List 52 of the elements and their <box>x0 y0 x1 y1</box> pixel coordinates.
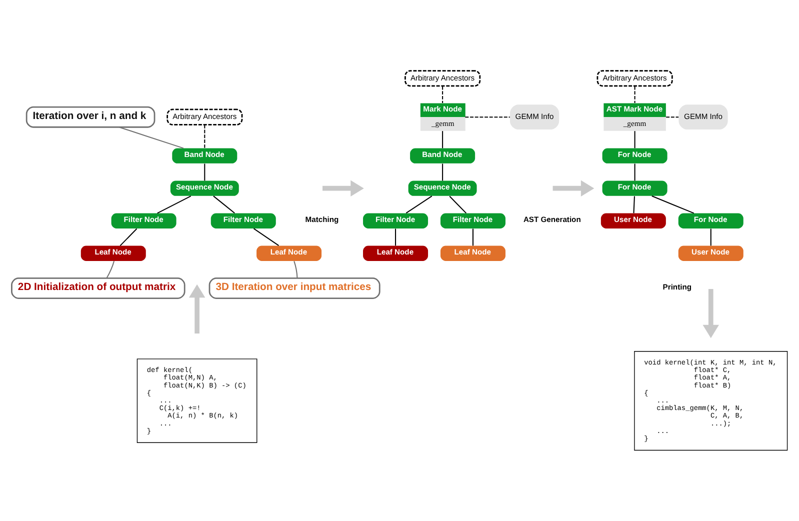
connector <box>633 196 635 214</box>
node-box: 2D Initialization of output matrix <box>11 278 186 299</box>
node-box: Arbitrary Ancestors <box>404 70 481 87</box>
connector <box>634 164 636 181</box>
connector <box>442 86 444 104</box>
node-box: Leaf Node <box>363 246 428 261</box>
node-box: Leaf Node <box>440 246 506 261</box>
node-box: For Node <box>678 213 744 228</box>
node-box: User Node <box>600 213 666 228</box>
connector <box>106 261 115 278</box>
node-box: User Node <box>678 246 744 261</box>
node-box: For Node <box>602 180 668 196</box>
node-box: Leaf Node <box>256 246 322 261</box>
node-box: Filter Node <box>111 213 176 228</box>
connector <box>204 164 206 181</box>
connector <box>157 196 192 214</box>
node-box: GEMM Info <box>510 104 560 130</box>
connector <box>449 196 467 214</box>
node-box: Band Node <box>172 148 238 164</box>
node-box: Filter Node <box>440 213 506 228</box>
connector <box>119 126 184 149</box>
connector <box>465 116 510 118</box>
connector <box>204 125 206 148</box>
connector <box>406 196 432 214</box>
connector <box>294 260 298 278</box>
node-box: Arbitrary Ancestors <box>596 70 673 87</box>
connector <box>442 164 444 181</box>
node-box: Sequence Node <box>408 180 477 196</box>
connector <box>634 86 636 104</box>
node-box: Leaf Node <box>80 246 146 261</box>
node-box: Sequence Node <box>170 180 239 196</box>
node-box: 3D Iteration over input matrices <box>208 278 380 299</box>
node-box: For Node <box>602 148 668 164</box>
connector <box>253 228 279 246</box>
label: Matching <box>305 215 339 224</box>
node-box: Filter Node <box>210 213 276 228</box>
label: Printing <box>662 282 692 292</box>
connector <box>652 196 694 214</box>
node-box: Filter Node <box>363 213 428 228</box>
label: AST Generation <box>523 215 581 224</box>
connector <box>213 196 235 214</box>
node-box: Band Node <box>410 148 476 164</box>
connector <box>442 131 444 148</box>
node-box: Iteration over i, n and k <box>26 106 156 128</box>
node-box: Arbitrary Ancestors <box>166 108 243 126</box>
connector <box>666 116 679 118</box>
connector <box>120 228 138 246</box>
connector <box>634 131 636 148</box>
connector <box>395 228 396 246</box>
connector <box>710 228 712 246</box>
node-box: GEMM Info <box>678 104 728 130</box>
connector <box>472 228 474 246</box>
